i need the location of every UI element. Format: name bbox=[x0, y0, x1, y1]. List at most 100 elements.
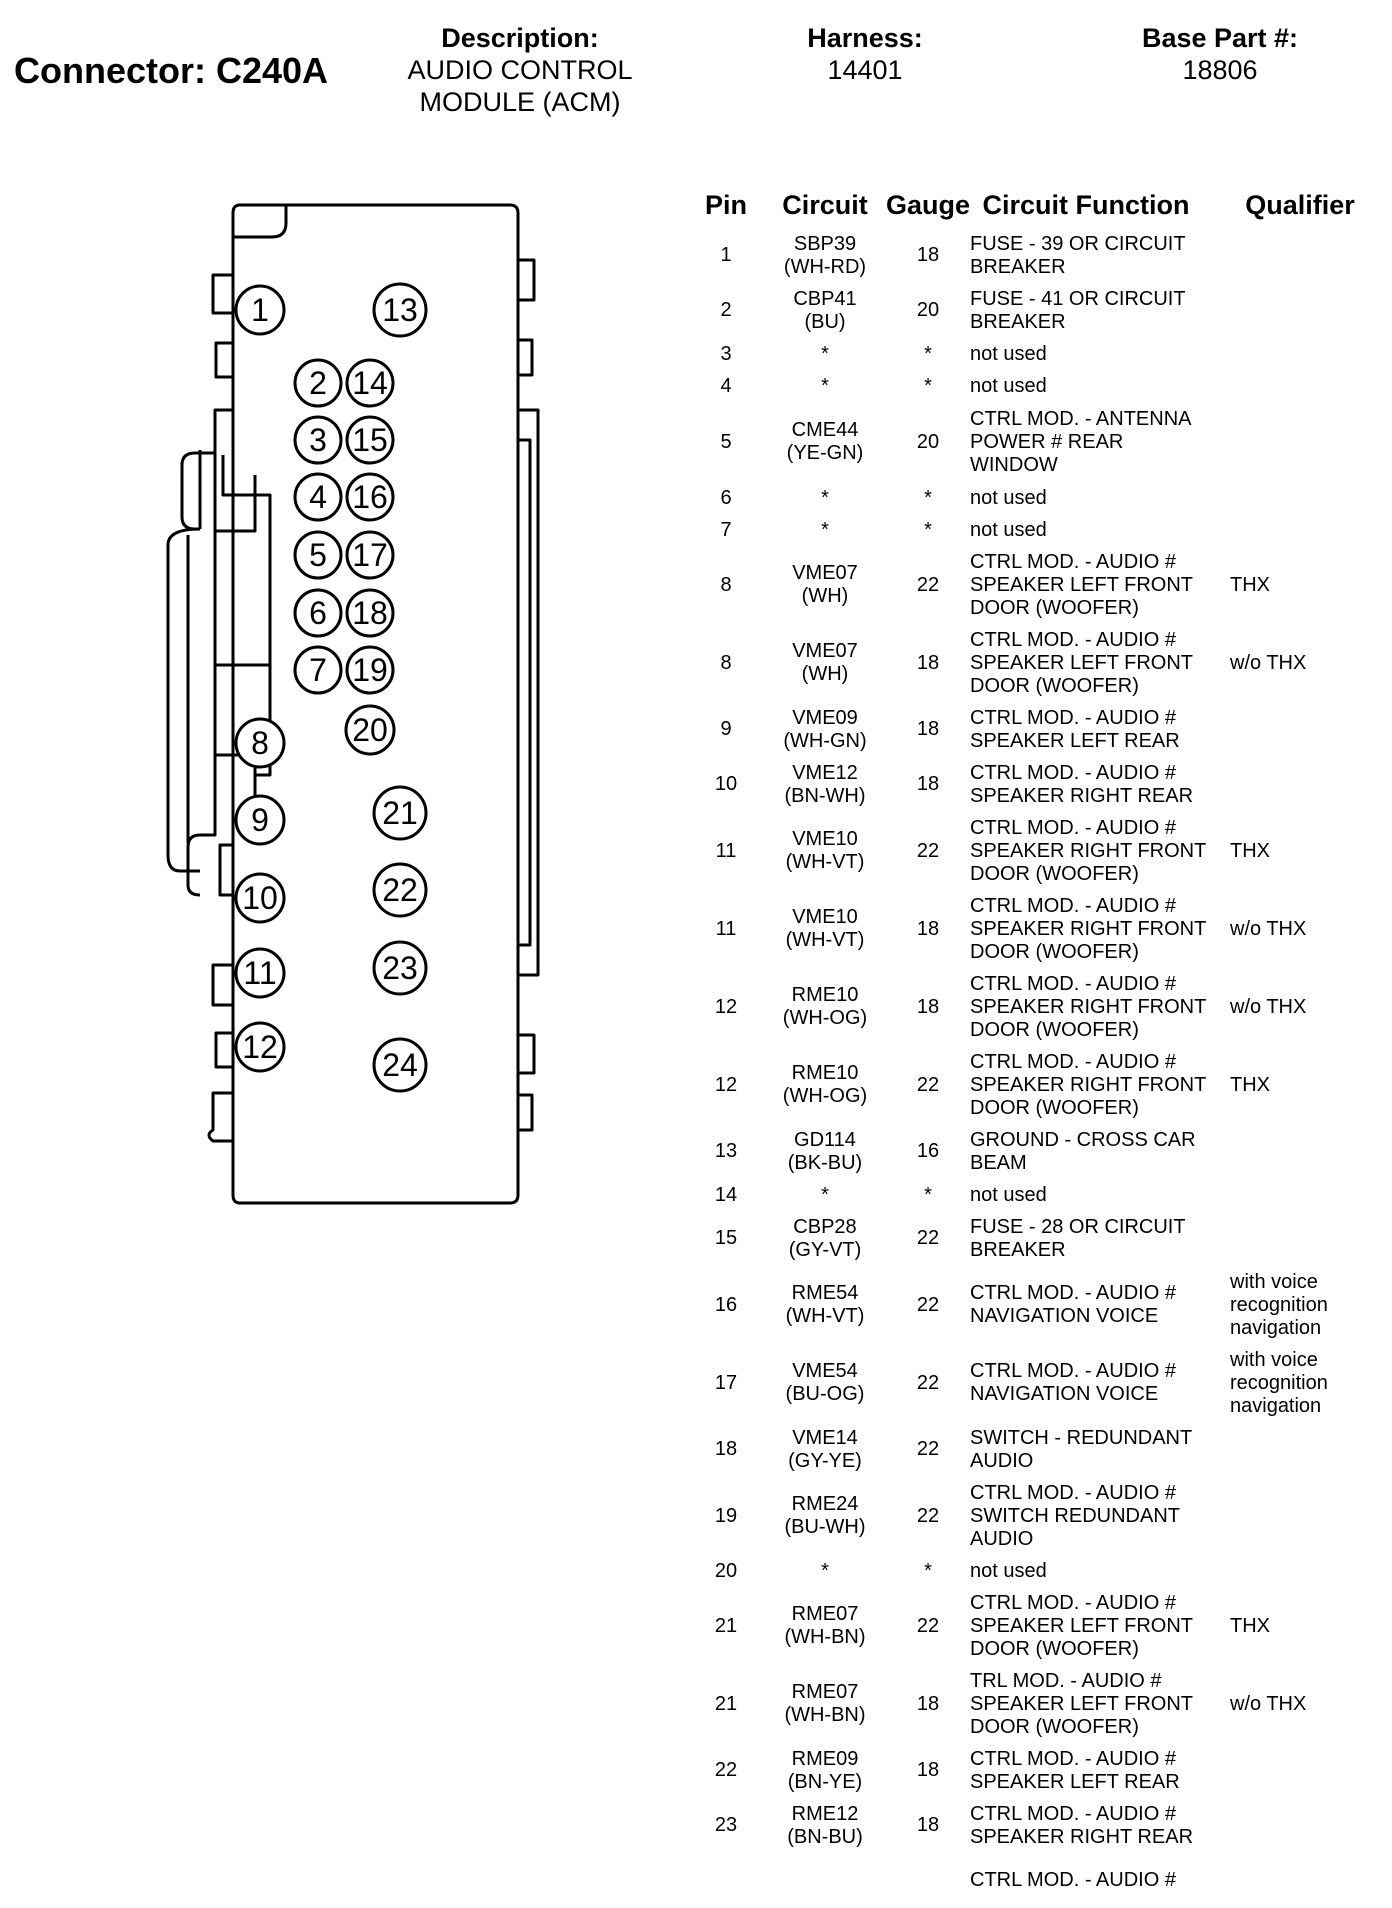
pin-10-circle bbox=[234, 872, 286, 924]
cell-qualifier bbox=[1230, 402, 1380, 482]
harness-label: Harness: bbox=[807, 23, 923, 53]
col-header-circuit: Circuit bbox=[782, 190, 868, 220]
cell-gauge: * bbox=[924, 1559, 932, 1582]
cell-qualifier: with voice recognition navigation bbox=[1230, 1348, 1328, 1417]
cell-gauge: 22 bbox=[916, 1614, 940, 1637]
cell-qualifier: THX bbox=[1230, 573, 1270, 596]
pin-13-label: 13 bbox=[382, 292, 418, 328]
description-block: Description: AUDIO CONTROL MODULE (ACM) bbox=[380, 22, 660, 118]
cell-circuit: VME10 (WH-VT) bbox=[785, 828, 865, 873]
pin-5-label: 5 bbox=[309, 537, 327, 573]
pin-20-label: 20 bbox=[352, 712, 388, 748]
cell-pin: 7 bbox=[720, 518, 732, 541]
cell-qualifier bbox=[1230, 1798, 1380, 1853]
pin-2-circle bbox=[293, 358, 343, 408]
cell-function: CTRL MOD. - AUDIO # SPEAKER RIGHT FRONT … bbox=[970, 816, 1207, 885]
cell-gauge: * bbox=[924, 374, 932, 397]
cell-qualifier: w/o THX bbox=[1230, 651, 1307, 674]
pin-11-circle bbox=[234, 947, 286, 999]
cell-qualifier bbox=[1230, 1743, 1380, 1798]
cell-function: CTRL MOD. - AUDIO # SPEAKER LEFT REAR bbox=[970, 1747, 1180, 1793]
cell-pin: 18 bbox=[714, 1438, 738, 1460]
cell-pin: 15 bbox=[714, 1227, 738, 1249]
cell-gauge: 18 bbox=[916, 917, 940, 940]
cell-gauge: * bbox=[924, 342, 932, 365]
pin-5-circle bbox=[293, 530, 343, 580]
cell-gauge: 16 bbox=[916, 1140, 940, 1162]
pin-12-label: 12 bbox=[242, 1029, 278, 1065]
pin-22-circle bbox=[372, 862, 428, 918]
cell-function: not used bbox=[970, 1559, 1047, 1582]
cell-pin: 11 bbox=[715, 917, 737, 940]
base-part-block: Base Part #: 18806 bbox=[1100, 22, 1340, 86]
cell-pin: 17 bbox=[714, 1371, 738, 1394]
cell-qualifier: w/o THX bbox=[1230, 917, 1307, 940]
col-header-gauge: Gauge bbox=[885, 190, 971, 220]
cell-function: CTRL MOD. - AUDIO # SPEAKER LEFT FRONT D… bbox=[970, 628, 1194, 697]
pin-19-label: 19 bbox=[352, 652, 388, 688]
cell-function: CTRL MOD. - AUDIO # NAVIGATION VOICE bbox=[970, 1282, 1176, 1327]
cell-gauge: 22 bbox=[916, 1438, 940, 1460]
cell-qualifier bbox=[1230, 1853, 1380, 1908]
cell-function: CTRL MOD. - AUDIO # SPEAKER RIGHT REAR bbox=[970, 1802, 1194, 1848]
pin-6-circle bbox=[293, 588, 343, 638]
pin-7-label: 7 bbox=[309, 652, 327, 688]
pin-12-circle bbox=[234, 1021, 286, 1073]
cell-qualifier bbox=[1230, 370, 1380, 402]
pin-1-label: 1 bbox=[251, 292, 269, 328]
cell-function: not used bbox=[970, 486, 1047, 509]
cell-circuit: CBP41 (BU) bbox=[793, 287, 857, 333]
cell-qualifier bbox=[1230, 228, 1380, 283]
cell-circuit: * bbox=[821, 486, 829, 509]
cell-gauge: 18 bbox=[916, 995, 940, 1018]
cell-function: FUSE - 39 OR CIRCUIT BREAKER bbox=[970, 232, 1186, 278]
cell-circuit: * bbox=[821, 374, 829, 397]
cell-circuit: * bbox=[821, 1183, 829, 1206]
harness-value: 14401 bbox=[827, 55, 903, 85]
cell-gauge: * bbox=[924, 518, 932, 541]
cell-gauge: * bbox=[924, 486, 932, 509]
cell-qualifier: THX bbox=[1230, 1073, 1270, 1096]
cell-function: CTRL MOD. - AUDIO # SPEAKER RIGHT REAR bbox=[970, 761, 1194, 807]
cell-circuit: CME44 (YE-GN) bbox=[786, 419, 864, 464]
cell-qualifier: THX bbox=[1230, 839, 1270, 862]
cell-function: FUSE - 28 OR CIRCUIT BREAKER bbox=[970, 1215, 1186, 1261]
cell-function: FUSE - 41 OR CIRCUIT BREAKER bbox=[970, 287, 1186, 333]
cell-gauge: 22 bbox=[916, 1504, 940, 1527]
cell-gauge: 20 bbox=[916, 430, 940, 453]
cell-function: GROUND - CROSS CAR BEAM bbox=[970, 1128, 1196, 1174]
pin-20-circle bbox=[344, 704, 396, 756]
cell-qualifier bbox=[1230, 1555, 1380, 1587]
harness-block: Harness: 14401 bbox=[770, 22, 960, 86]
cell-function: CTRL MOD. - AUDIO # SPEAKER LEFT FRONT D… bbox=[970, 1591, 1194, 1660]
cell-pin: 3 bbox=[720, 342, 732, 365]
pin-3-label: 3 bbox=[309, 422, 327, 458]
cell-pin: 9 bbox=[720, 718, 732, 740]
cell-circuit: RME54 (WH-VT) bbox=[785, 1282, 865, 1327]
cell-gauge: 22 bbox=[916, 1073, 940, 1096]
cell-qualifier bbox=[1230, 1477, 1380, 1555]
cell-gauge: 22 bbox=[916, 573, 940, 596]
cell-pin: 4 bbox=[720, 374, 732, 397]
cell-pin: 13 bbox=[714, 1140, 738, 1162]
cell-circuit: VME14 (GY-YE) bbox=[788, 1426, 862, 1472]
col-header-pin: Pin bbox=[704, 190, 747, 220]
cell-pin: 11 bbox=[715, 839, 737, 862]
cell-function: CTRL MOD. - AUDIO # SPEAKER RIGHT FRONT … bbox=[970, 972, 1207, 1041]
cell-circuit: CBP28 (GY-VT) bbox=[788, 1215, 862, 1261]
cell-function: CTRL MOD. - AUDIO # SPEAKER LEFT REAR bbox=[970, 706, 1180, 752]
cell-qualifier bbox=[1230, 1179, 1380, 1211]
cell-function: CTRL MOD. - AUDIO # bbox=[970, 1869, 1176, 1891]
col-header-circuit-function: Circuit Function bbox=[982, 190, 1190, 220]
cell-gauge: 18 bbox=[916, 1692, 940, 1715]
cell-gauge: 18 bbox=[916, 244, 940, 266]
cell-qualifier bbox=[1230, 482, 1380, 514]
cell-pin: 6 bbox=[720, 486, 732, 509]
cell-function: CTRL MOD. - AUDIO # NAVIGATION VOICE bbox=[970, 1360, 1176, 1405]
cell-gauge: 18 bbox=[916, 718, 940, 740]
cell-qualifier: w/o THX bbox=[1230, 995, 1307, 1018]
cell-circuit: VME54 (BU-OG) bbox=[785, 1360, 865, 1405]
pin-18-circle bbox=[345, 588, 395, 638]
